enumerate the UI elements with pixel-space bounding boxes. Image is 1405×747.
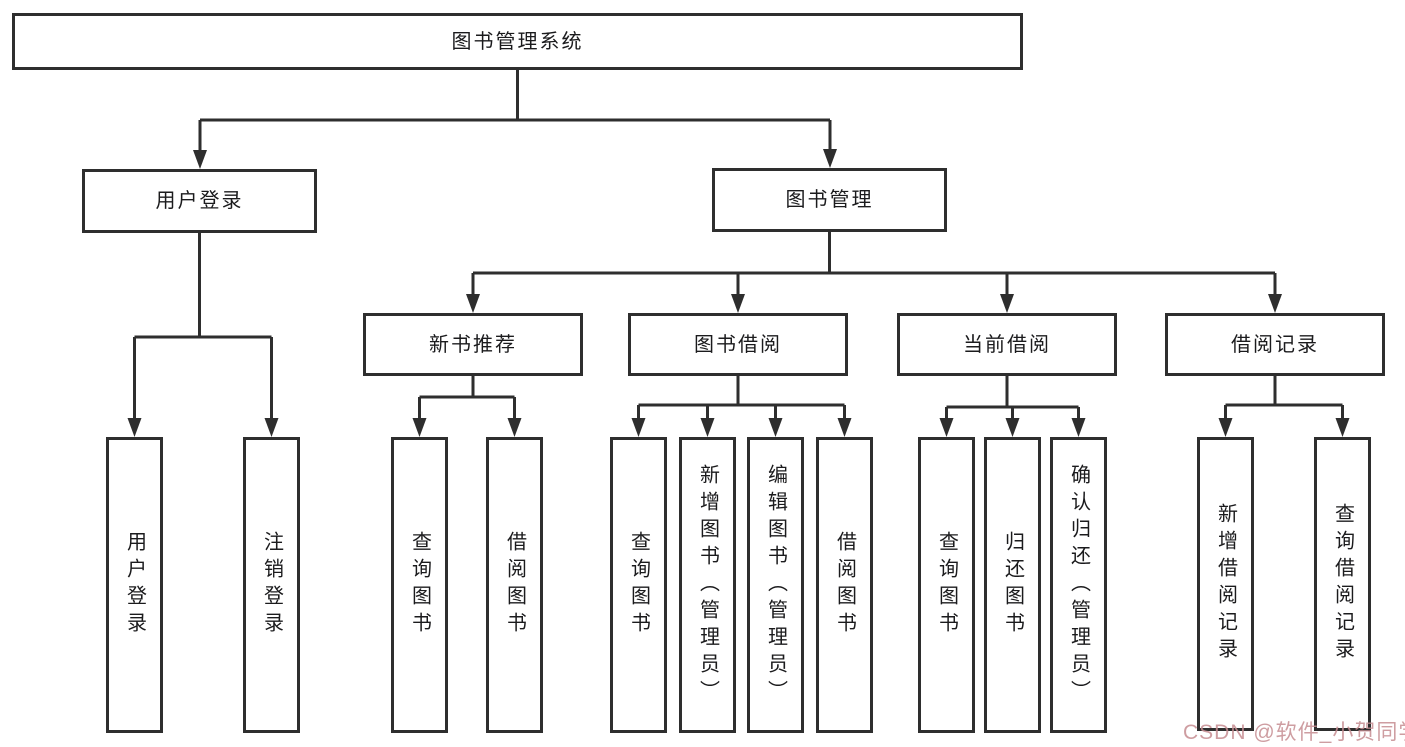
leaf-edit-books-admin: 编辑图书（管理员） bbox=[747, 437, 804, 733]
node-label: 用户登录 bbox=[155, 190, 244, 212]
leaf-query-books-1: 查询图书 bbox=[391, 437, 448, 733]
node-label: 新书推荐 bbox=[429, 333, 517, 356]
node-label: 图书管理系统 bbox=[451, 30, 584, 53]
node-user-login: 用户登录 bbox=[82, 169, 317, 233]
leaf-return-books: 归还图书 bbox=[984, 437, 1041, 733]
node-label: 编辑图书（管理员） bbox=[764, 463, 787, 707]
node-label: 借阅记录 bbox=[1231, 333, 1319, 356]
node-label: 查询图书 bbox=[408, 531, 431, 639]
leaf-borrow-books-1: 借阅图书 bbox=[486, 437, 543, 733]
node-book-management: 图书管理 bbox=[712, 168, 947, 232]
node-label: 新增图书（管理员） bbox=[696, 463, 719, 707]
leaf-add-books-admin: 新增图书（管理员） bbox=[679, 437, 736, 733]
leaf-query-books-3: 查询图书 bbox=[918, 437, 975, 733]
node-label: 归还图书 bbox=[1001, 531, 1024, 639]
leaf-user-login: 用户登录 bbox=[106, 437, 163, 733]
leaf-borrow-books-2: 借阅图书 bbox=[816, 437, 873, 733]
node-root: 图书管理系统 bbox=[12, 13, 1023, 70]
node-borrow-records: 借阅记录 bbox=[1165, 313, 1385, 376]
node-label: 新增借阅记录 bbox=[1214, 503, 1237, 665]
node-label: 查询借阅记录 bbox=[1331, 503, 1354, 665]
node-label: 借阅图书 bbox=[503, 531, 526, 639]
node-label: 借阅图书 bbox=[833, 531, 856, 639]
node-label: 确认归还（管理员） bbox=[1067, 463, 1090, 707]
leaf-add-borrow-record: 新增借阅记录 bbox=[1197, 437, 1254, 731]
node-book-borrowing: 图书借阅 bbox=[628, 313, 848, 376]
node-label: 查询图书 bbox=[627, 531, 650, 639]
leaf-logout: 注销登录 bbox=[243, 437, 300, 733]
node-current-borrowing: 当前借阅 bbox=[897, 313, 1117, 376]
leaf-confirm-return-admin: 确认归还（管理员） bbox=[1050, 437, 1107, 733]
leaf-query-books-2: 查询图书 bbox=[610, 437, 667, 733]
node-new-book-recommend: 新书推荐 bbox=[363, 313, 583, 376]
node-label: 注销登录 bbox=[260, 531, 283, 639]
leaf-query-borrow-record: 查询借阅记录 bbox=[1314, 437, 1371, 731]
node-label: 当前借阅 bbox=[963, 333, 1051, 356]
node-label: 查询图书 bbox=[935, 531, 958, 639]
node-label: 图书管理 bbox=[785, 189, 874, 211]
node-label: 图书借阅 bbox=[694, 333, 782, 356]
node-label: 用户登录 bbox=[123, 531, 146, 639]
